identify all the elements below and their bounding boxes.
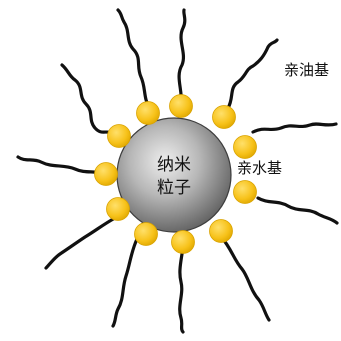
tail-8	[44, 216, 117, 270]
hydrophilic-head-10	[107, 124, 131, 148]
tail-1	[177, 8, 187, 106]
tail-9	[16, 155, 107, 176]
tail-2	[226, 38, 279, 110]
hydrophilic-head-6	[171, 230, 195, 254]
hydrophilic-head-4	[233, 180, 257, 204]
tail-11	[116, 8, 152, 111]
hydrophilic-head-7	[134, 222, 158, 246]
hydrophilic-head-3	[233, 135, 257, 159]
hydrophilic-head-11	[136, 101, 160, 125]
hydrophilic-head-8	[106, 197, 130, 221]
tail-3	[251, 122, 338, 134]
core-label-line2: 粒子	[157, 178, 191, 198]
tail-6	[178, 244, 185, 334]
oleophilic-group-label: 亲油基	[284, 61, 330, 79]
tail-4	[256, 196, 339, 225]
hydrophilic-head-1	[169, 94, 193, 118]
core-label-line1: 纳米	[157, 155, 191, 175]
tail-7	[111, 237, 139, 328]
hydrophilic-heads	[94, 94, 257, 254]
tail-10	[60, 63, 118, 136]
tail-group	[16, 8, 339, 334]
nanoparticle-core	[116, 117, 232, 233]
hydrophilic-group-label: 亲水基	[237, 159, 283, 177]
hydrophilic-head-5	[209, 219, 233, 243]
hydrophilic-head-9	[94, 162, 118, 186]
tail-5	[220, 236, 271, 322]
hydrophilic-head-2	[212, 105, 236, 129]
